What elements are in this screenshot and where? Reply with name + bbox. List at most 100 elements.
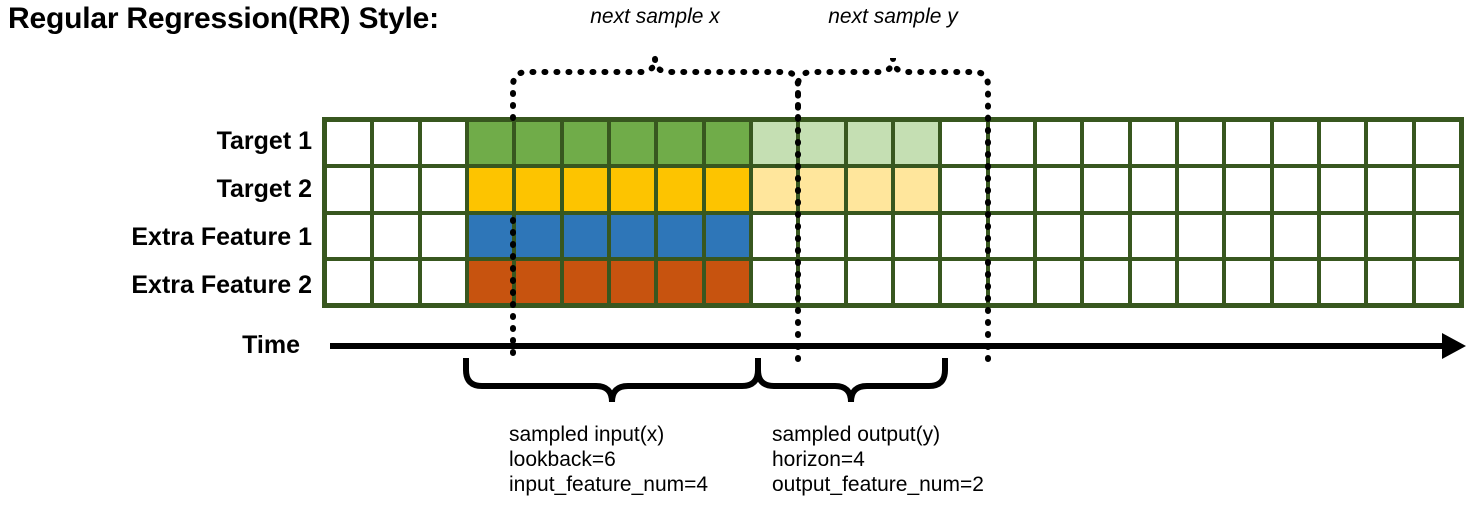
grid-cell [658, 168, 702, 211]
sampled-input-annotation: sampled input(x) lookback=6 input_featur… [509, 422, 708, 497]
grid-cell [1036, 214, 1081, 257]
time-axis-line [330, 343, 1450, 349]
grid-cell [847, 214, 891, 257]
row-label-extra-feature-1: Extra Feature 1 [131, 223, 312, 251]
grid-cell [374, 214, 418, 257]
time-axis-label: Time [242, 331, 300, 359]
grid-cell [563, 214, 607, 257]
grid-cell [610, 122, 655, 165]
page-title: Regular Regression(RR) Style: [8, 2, 439, 35]
grid-cell [800, 168, 844, 211]
grid-cell [516, 122, 560, 165]
grid-cell [894, 168, 939, 211]
grid-cell [374, 122, 418, 165]
grid-cell [752, 214, 797, 257]
grid-cell [1178, 214, 1223, 257]
grid-cell [800, 260, 844, 303]
grid-cell [942, 168, 986, 211]
grid-cell [1415, 260, 1459, 303]
row-label-target-2: Target 2 [216, 175, 312, 203]
grid-cell [800, 214, 844, 257]
row-label-extra-feature-2: Extra Feature 2 [131, 271, 312, 299]
grid-cell [327, 260, 371, 303]
grid-cell [1226, 214, 1270, 257]
grid-cell [1320, 122, 1365, 165]
grid-cell [374, 260, 418, 303]
grid-cell [563, 122, 607, 165]
grid-cell [1178, 122, 1223, 165]
sampled-output-feature-num: output_feature_num=2 [772, 473, 984, 496]
vertical-guide-group [510, 115, 991, 363]
grid-cell [1036, 168, 1081, 211]
grid-cell [989, 122, 1033, 165]
grid-cell [1368, 168, 1412, 211]
grid-cell [327, 168, 371, 211]
grid-cell [705, 260, 749, 303]
grid-cell [563, 260, 607, 303]
grid-cell [894, 122, 939, 165]
grid-cell [563, 168, 607, 211]
timeline-grid [322, 117, 1464, 308]
grid-cell [1178, 260, 1223, 303]
grid-cell [658, 260, 702, 303]
grid-cell [942, 214, 986, 257]
grid-cell [752, 168, 797, 211]
grid-cell [1084, 168, 1128, 211]
sampled-input-brace-icon [463, 358, 761, 403]
grid-cell [516, 260, 560, 303]
grid-cell [1084, 214, 1128, 257]
grid-cell [1084, 260, 1128, 303]
grid-cell [1273, 168, 1317, 211]
grid-cell [610, 260, 655, 303]
grid-cell [847, 168, 891, 211]
grid-cell [942, 122, 986, 165]
grid-cell [658, 214, 702, 257]
grid-row [327, 214, 1459, 257]
grid-cell [1368, 122, 1412, 165]
grid-cell [1273, 214, 1317, 257]
grid-cell [468, 260, 513, 303]
grid-cell [752, 122, 797, 165]
grid-cell [847, 122, 891, 165]
grid-cell [989, 168, 1033, 211]
grid-cell [327, 214, 371, 257]
grid-cell [421, 260, 465, 303]
grid-cell [1368, 260, 1412, 303]
sampled-output-title: sampled output(y) [772, 423, 941, 446]
grid-cell [752, 260, 797, 303]
grid-cell [1131, 260, 1175, 303]
grid-cell [468, 122, 513, 165]
grid-cell [421, 122, 465, 165]
time-arrow-icon [1442, 333, 1466, 359]
sampled-output-annotation: sampled output(y) horizon=4 output_featu… [772, 422, 984, 497]
grid-cell [421, 168, 465, 211]
next-sample-x-label: next sample x [590, 5, 720, 28]
grid-cell [942, 260, 986, 303]
grid-cell [610, 168, 655, 211]
grid-row [327, 260, 1459, 303]
bottom-brace-group [463, 358, 948, 403]
grid-cell [989, 214, 1033, 257]
grid-cell [516, 214, 560, 257]
grid-cell [1226, 168, 1270, 211]
sampled-input-lookback: lookback=6 [509, 448, 616, 471]
grid-cell [989, 260, 1033, 303]
next-sample-x-brace-icon [510, 57, 801, 121]
grid-cell [1036, 260, 1081, 303]
grid-cell [1131, 168, 1175, 211]
grid-cell [516, 168, 560, 211]
grid-cell [658, 122, 702, 165]
grid-cell [705, 122, 749, 165]
grid-cell [1226, 122, 1270, 165]
grid-cell [705, 168, 749, 211]
sampled-input-title: sampled input(x) [509, 423, 665, 446]
grid-cell [468, 214, 513, 257]
sampled-output-horizon: horizon=4 [772, 448, 865, 471]
grid-cell [847, 260, 891, 303]
grid-cell [705, 214, 749, 257]
grid-cell [1036, 122, 1081, 165]
grid-cell [1131, 214, 1175, 257]
grid-cell [1178, 168, 1223, 211]
grid-cell [1226, 260, 1270, 303]
